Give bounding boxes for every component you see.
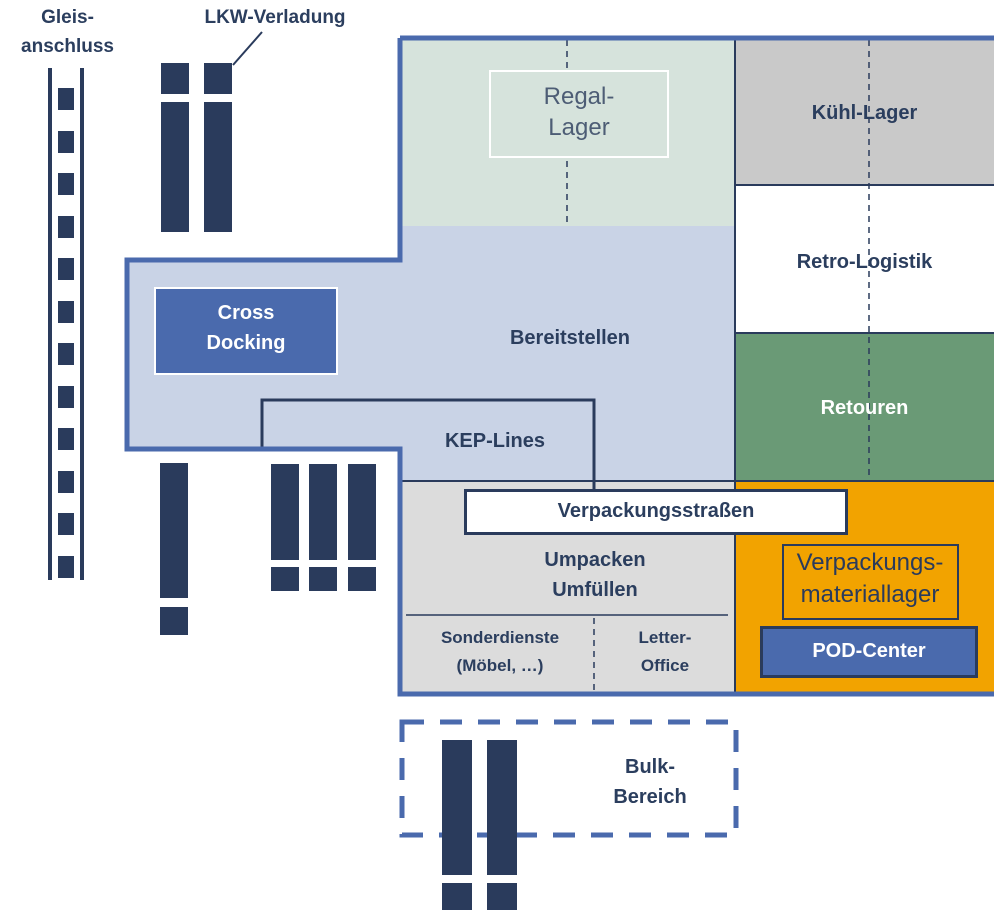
rail-tie (58, 215, 74, 238)
bulk-dock (442, 740, 472, 900)
rail-tie (58, 385, 74, 408)
rail-tie (58, 258, 74, 280)
rail-tie (58, 173, 74, 195)
retro-logistik-zone (735, 185, 994, 333)
bulk-bereich-zone (399, 719, 739, 838)
sonderdienste-label: Sonderdienste (Möbel, …) (440, 628, 560, 675)
rail-tie (58, 555, 74, 578)
rail-tie (58, 343, 74, 365)
bulk-dock (487, 740, 517, 900)
truck-dock (160, 607, 188, 635)
building-outline (124, 35, 994, 697)
verpackungsstrassen-box (464, 489, 848, 535)
verpackungsstrassen-label: Verpackungsstraßen (557, 500, 755, 522)
rail-tie (58, 513, 74, 535)
umpacken-label: Umpacken Umfüllen (544, 549, 646, 601)
truck-dock (161, 63, 189, 94)
gleisanschluss-label: Gleis- anschluss (21, 7, 114, 57)
rail-tie (58, 470, 74, 493)
kep-dock (348, 567, 376, 591)
kep-dock (348, 464, 376, 560)
retouren-label: Retouren (820, 397, 909, 419)
bulk-dock (487, 883, 517, 910)
lkw-verladung-label: LKW-Verladung (204, 7, 346, 28)
cross-docking-box (154, 287, 338, 375)
cross-docking-label: Cross Docking (206, 302, 286, 354)
bulk-bereich-label: Bulk- Bereich (613, 756, 687, 808)
bereitstellen-label: Bereitstellen (509, 327, 631, 349)
pod-center-box (760, 626, 978, 678)
truck-dock (204, 63, 232, 94)
truck-dock (161, 102, 189, 232)
kuehl-lager-zone (735, 38, 994, 185)
kuehl-lager-label: Kühl-Lager (811, 102, 918, 124)
pod-center-label: POD-Center (812, 640, 926, 662)
bulk-dock (442, 883, 472, 910)
kep-dock (309, 567, 337, 591)
rail-track (48, 68, 84, 580)
truck-dock (160, 463, 188, 598)
rail-tie (58, 428, 74, 450)
verpackungsmateriallager-label: Verpackungs- materiallager (796, 549, 944, 608)
rail-tie (58, 300, 74, 323)
kep-dock (309, 464, 337, 560)
kep-lines-label: KEP-Lines (444, 430, 546, 452)
kep-dock (271, 464, 299, 560)
rail-tie (58, 88, 74, 110)
verpackungsmateriallager-box (782, 544, 959, 620)
kep-dock (271, 567, 299, 591)
rail-tie (58, 130, 74, 153)
retouren-zone (735, 333, 994, 481)
truck-dock (204, 102, 232, 232)
regal-lager-label: Regal- Lager (543, 83, 615, 141)
regal-lager-box (489, 70, 669, 158)
retro-logistik-label: Retro-Logistik (796, 251, 933, 273)
letter-office-label: Letter- Office (638, 628, 692, 675)
